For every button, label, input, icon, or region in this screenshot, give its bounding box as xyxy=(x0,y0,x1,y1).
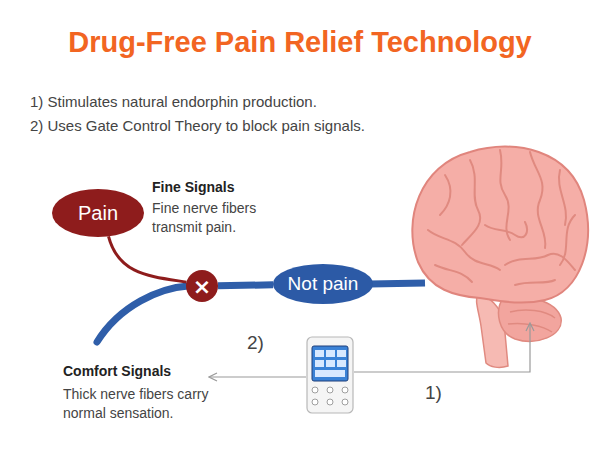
fiber-heading: Fine Signals xyxy=(152,177,234,197)
nerve-connector xyxy=(218,281,273,289)
fiber-heading: Comfort Signals xyxy=(63,361,171,381)
node-text: Pain xyxy=(78,202,118,225)
intro-line: 2) Uses Gate Control Theory to block pai… xyxy=(30,116,365,136)
fiber-note: Thick nerve fibers carry normal sensatio… xyxy=(63,385,228,423)
node-text: Not pain xyxy=(288,273,359,295)
nerve-to-brain xyxy=(370,283,425,284)
arrow-to-brain xyxy=(354,324,530,372)
nerve-connector xyxy=(109,236,187,282)
tens-device xyxy=(307,337,353,413)
shape-fill xyxy=(52,189,144,237)
comfort-fiber xyxy=(97,286,188,342)
brain-illustration xyxy=(412,147,588,368)
callout-number: 1) xyxy=(425,383,442,403)
shape-fill xyxy=(186,270,218,302)
fiber-note: Fine nerve fibers transmit pain. xyxy=(152,199,282,237)
signal-ellipse: Not pain xyxy=(273,264,373,304)
node-text: × xyxy=(193,274,211,299)
arrow-to-fibers xyxy=(210,376,306,377)
intro-line: 1) Stimulates natural endorphin producti… xyxy=(30,92,317,112)
gate-circle: × xyxy=(186,270,218,302)
shape-fill xyxy=(273,264,373,304)
pain-ellipse: Pain xyxy=(52,189,144,237)
callout-number: 2) xyxy=(247,333,264,353)
diagram-title: Drug-Free Pain Relief Technology xyxy=(0,26,600,59)
